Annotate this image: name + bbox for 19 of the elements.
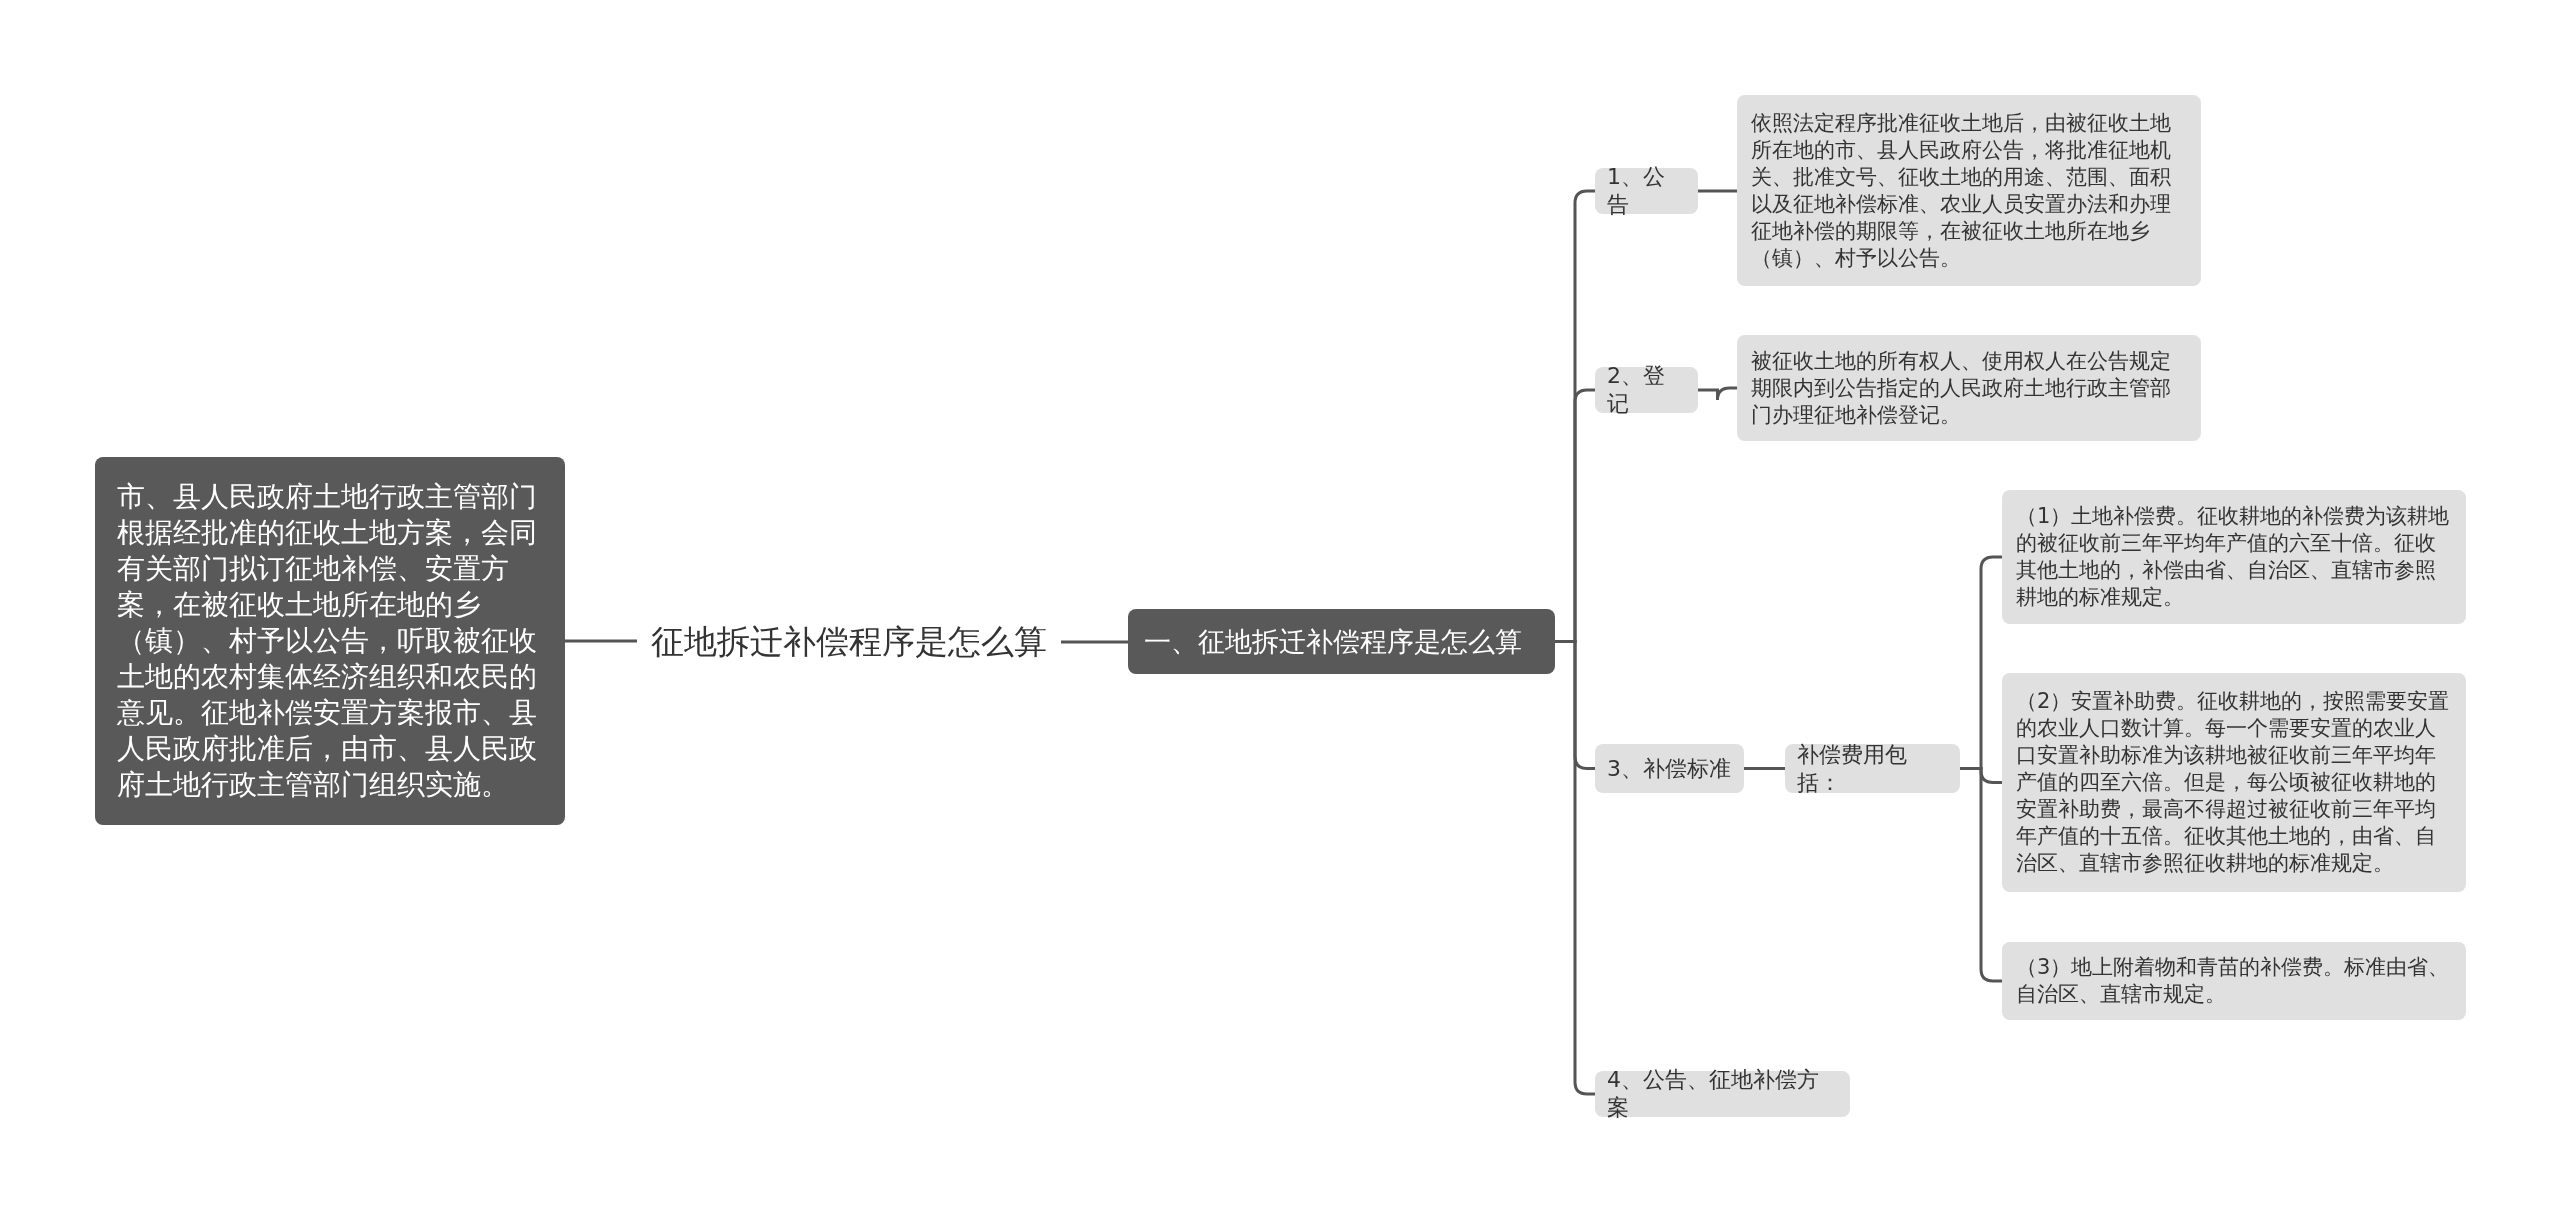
topic-box: 补偿费用包括： (1785, 744, 1960, 793)
topic-box: 2、登记 (1595, 367, 1698, 413)
connector-line (565, 639, 637, 643)
topic-box: （2）安置补助费。征收耕地的，按照需要安置的农业人口数计算。每一个需要安置的农业人口安置补助标准为该耕地被征收前三年平均年产值的四至六倍。但是，每公顷被征收耕地的安置补助费，最高不得超过被征收前三年平均年产值的十五倍。征收其他土地的，由省、自治区、直辖市参照征收耕地的标准规定。 (2002, 673, 2466, 892)
topic-box: （3）地上附着物和青苗的补偿费。标准由省、自治区、直辖市规定。 (2002, 942, 2466, 1020)
connector-line (1061, 640, 1128, 644)
topic-box: 一、征地拆迁补偿程序是怎么算 (1128, 609, 1555, 674)
connector-line (1698, 386, 1737, 402)
topic-box: 被征收土地的所有权人、使用权人在公告规定期限内到公告指定的人民政府土地行政主管部门办理征地补偿登记。 (1737, 335, 2201, 441)
topic-box: 1、公告 (1595, 168, 1698, 214)
connector-line (1555, 640, 1595, 1096)
topic-box: 依照法定程序批准征收土地后，由被征收土地所在地的市、县人民政府公告，将批准征地机关、批准文号、征收土地的用途、范围、面积以及征地补偿标准、农业人员安置办法和办理征地补偿的期限等，在被征收土地所在地乡（镇）、村予以公告。 (1737, 95, 2201, 286)
topic-box: 3、补偿标准 (1595, 744, 1744, 793)
title-text: 征地拆迁补偿程序是怎么算 (637, 592, 1061, 692)
connector-line (1960, 767, 2002, 983)
topic-box: 市、县人民政府土地行政主管部门根据经批准的征收土地方案，会同有关部门拟订征地补偿、安置方案，在被征收土地所在地的乡（镇）、村予以公告，听取被征收土地的农村集体经济组织和农民的意见。征地补偿安置方案报市、县人民政府批准后，由市、县人民政府土地行政主管部门组织实施。 (95, 457, 565, 825)
connector-line (1744, 767, 1785, 770)
topic-box: （1）土地补偿费。征收耕地的补偿费为该耕地的被征收前三年平均年产值的六至十倍。征收其他土地的，补偿由省、自治区、直辖市参照耕地的标准规定。 (2002, 490, 2466, 624)
connector-line (1698, 189, 1737, 193)
